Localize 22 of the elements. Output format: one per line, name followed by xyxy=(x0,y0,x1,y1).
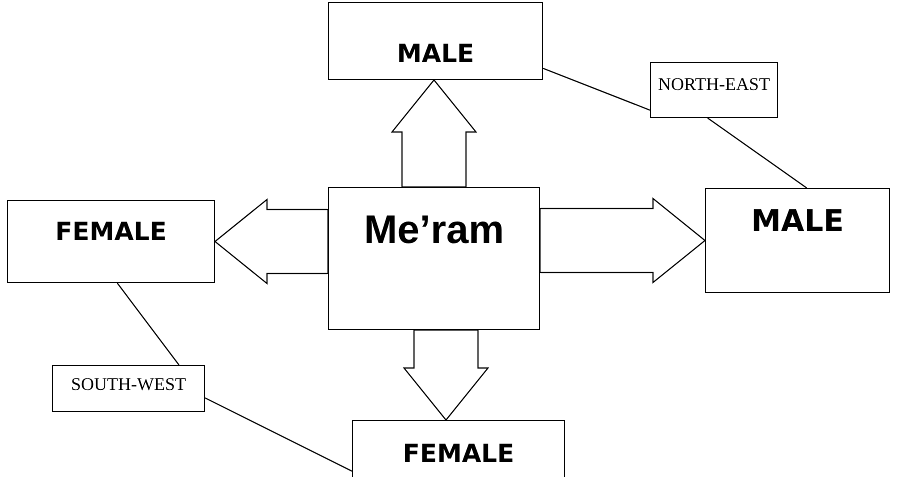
node-label: FEMALE xyxy=(55,219,167,244)
leader-line xyxy=(707,118,808,188)
label-box xyxy=(328,2,543,80)
node-label: MALE xyxy=(751,207,844,237)
node-label: FEMALE xyxy=(402,441,514,466)
label-box xyxy=(7,200,215,283)
node-label: SOUTH-WEST xyxy=(71,375,186,393)
leader-line xyxy=(204,397,352,472)
label-box xyxy=(650,62,778,118)
node-label: Me’ram xyxy=(364,210,504,250)
leader-line xyxy=(116,282,180,366)
label-box xyxy=(52,365,205,412)
label-box xyxy=(352,420,565,477)
node-label: MALE xyxy=(396,41,474,66)
block-arrow xyxy=(402,329,490,421)
block-arrow xyxy=(390,79,478,188)
block-arrow xyxy=(539,197,706,284)
leader-line xyxy=(542,68,650,111)
central-box xyxy=(328,187,540,330)
node-label: NORTH-EAST xyxy=(658,75,770,93)
block-arrow xyxy=(214,198,329,285)
label-box xyxy=(705,188,890,293)
